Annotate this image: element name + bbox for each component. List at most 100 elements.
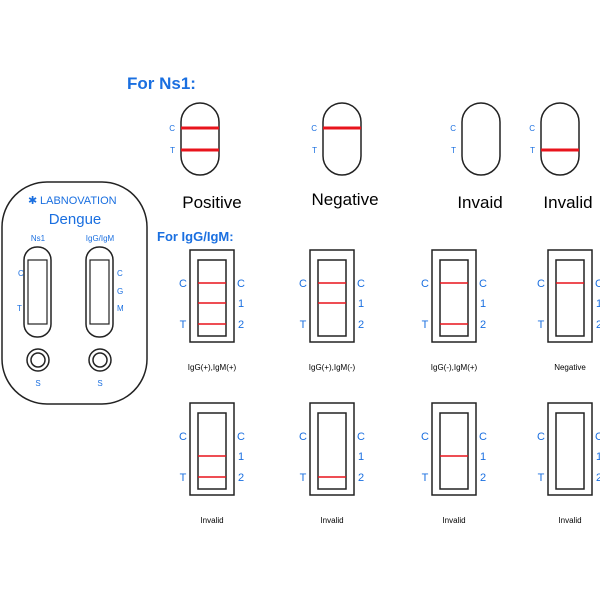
mark-c: C (299, 278, 307, 290)
cassette-strip (317, 412, 347, 490)
ns1-result-1: C T Negative (311, 102, 379, 209)
cassette-outer (189, 249, 235, 343)
mark-t: T (180, 472, 187, 484)
mark-c: C (169, 124, 175, 133)
ns1-result-label: Positive (182, 193, 242, 212)
mark-1: 1 (480, 451, 486, 463)
mark-2: 2 (238, 319, 244, 331)
mark-c: C (299, 431, 307, 443)
mark-1: 1 (358, 451, 364, 463)
device-mark-c: C (117, 269, 123, 278)
sample-well-inner (30, 352, 46, 368)
mark-2: 2 (358, 472, 364, 484)
igg-igm-result-label: Invalid (558, 516, 581, 525)
igg-igm-result-label: IgG(+),IgM(+) (188, 363, 237, 372)
mark-1: 1 (480, 298, 486, 310)
mark-c: C (237, 278, 245, 290)
igg-igm-result-label: Invalid (200, 516, 223, 525)
mark-c: C (537, 431, 545, 443)
mark-c: C (357, 278, 365, 290)
mark-1: 1 (596, 298, 600, 310)
mark-c: C (595, 278, 600, 290)
window-label-igg-igm: IgG/IgM (86, 234, 115, 243)
mark-c: C (311, 124, 317, 133)
mark-2: 2 (480, 472, 486, 484)
ns1-strip-window (322, 102, 362, 176)
ns1-result-3: C T Invalid (529, 102, 593, 212)
ns1-result-label: Negative (311, 190, 378, 209)
window-label-ns1: Ns1 (31, 234, 46, 243)
cassette-strip (317, 259, 347, 337)
mark-t: T (422, 319, 429, 331)
cassette-outer (547, 402, 593, 496)
cassette-strip (555, 412, 585, 490)
cassette-outer (547, 249, 593, 343)
sample-well-right (88, 348, 112, 372)
mark-c: C (421, 278, 429, 290)
mark-t: T (422, 472, 429, 484)
mark-2: 2 (596, 472, 600, 484)
device-title: Dengue (49, 211, 102, 228)
device-mark-c: C (18, 269, 24, 278)
ns1-result-0: C T Positive (169, 102, 242, 212)
mark-c: C (237, 431, 245, 443)
cassette-strip (197, 259, 227, 337)
mark-1: 1 (596, 451, 600, 463)
cassette-strip (439, 412, 469, 490)
mark-2: 2 (238, 472, 244, 484)
mark-c: C (537, 278, 545, 290)
test-cassette-device: ✱ LABNOVATION Dengue Ns1 IgG/IgM C T C G… (1, 181, 148, 405)
device-mark-m: M (117, 304, 124, 313)
mark-1: 1 (238, 451, 244, 463)
sample-label: S (97, 379, 102, 388)
ns1-strip-window (540, 102, 580, 176)
ns1-result-label: Invaid (457, 193, 502, 212)
ns1-window (23, 246, 52, 338)
ns1-strip-window (461, 102, 501, 176)
mark-t: T (170, 146, 175, 155)
mark-c: C (179, 431, 187, 443)
cassette-outer (431, 402, 477, 496)
device-mark-t: T (17, 304, 22, 313)
mark-c: C (421, 431, 429, 443)
mark-c: C (479, 278, 487, 290)
igg-igm-result-label: Negative (554, 363, 586, 372)
ns1-heading: For Ns1: (127, 74, 196, 93)
mark-c: C (357, 431, 365, 443)
igg-igm-heading: For IgG/IgM: (157, 229, 234, 244)
mark-c: C (179, 278, 187, 290)
sample-well-left (26, 348, 50, 372)
mark-t: T (180, 319, 187, 331)
cassette-strip (555, 259, 585, 337)
igg-igm-result-label: IgG(-),IgM(+) (431, 363, 478, 372)
mark-t: T (300, 472, 307, 484)
mark-t: T (530, 146, 535, 155)
cassette-outer (189, 402, 235, 496)
cassette-outer (309, 249, 355, 343)
mark-t: T (538, 319, 545, 331)
sample-label: S (35, 379, 40, 388)
mark-2: 2 (358, 319, 364, 331)
mark-t: T (312, 146, 317, 155)
igg-igm-result-label: Invalid (442, 516, 465, 525)
mark-t: T (300, 319, 307, 331)
cassette-strip (439, 259, 469, 337)
mark-t: T (538, 472, 545, 484)
cassette-outer (431, 249, 477, 343)
mark-c: C (479, 431, 487, 443)
mark-c: C (529, 124, 535, 133)
mark-1: 1 (358, 298, 364, 310)
mark-2: 2 (596, 319, 600, 331)
ns1-result-label: Invalid (543, 193, 592, 212)
igg-igm-result-label: IgG(+),IgM(-) (309, 363, 356, 372)
